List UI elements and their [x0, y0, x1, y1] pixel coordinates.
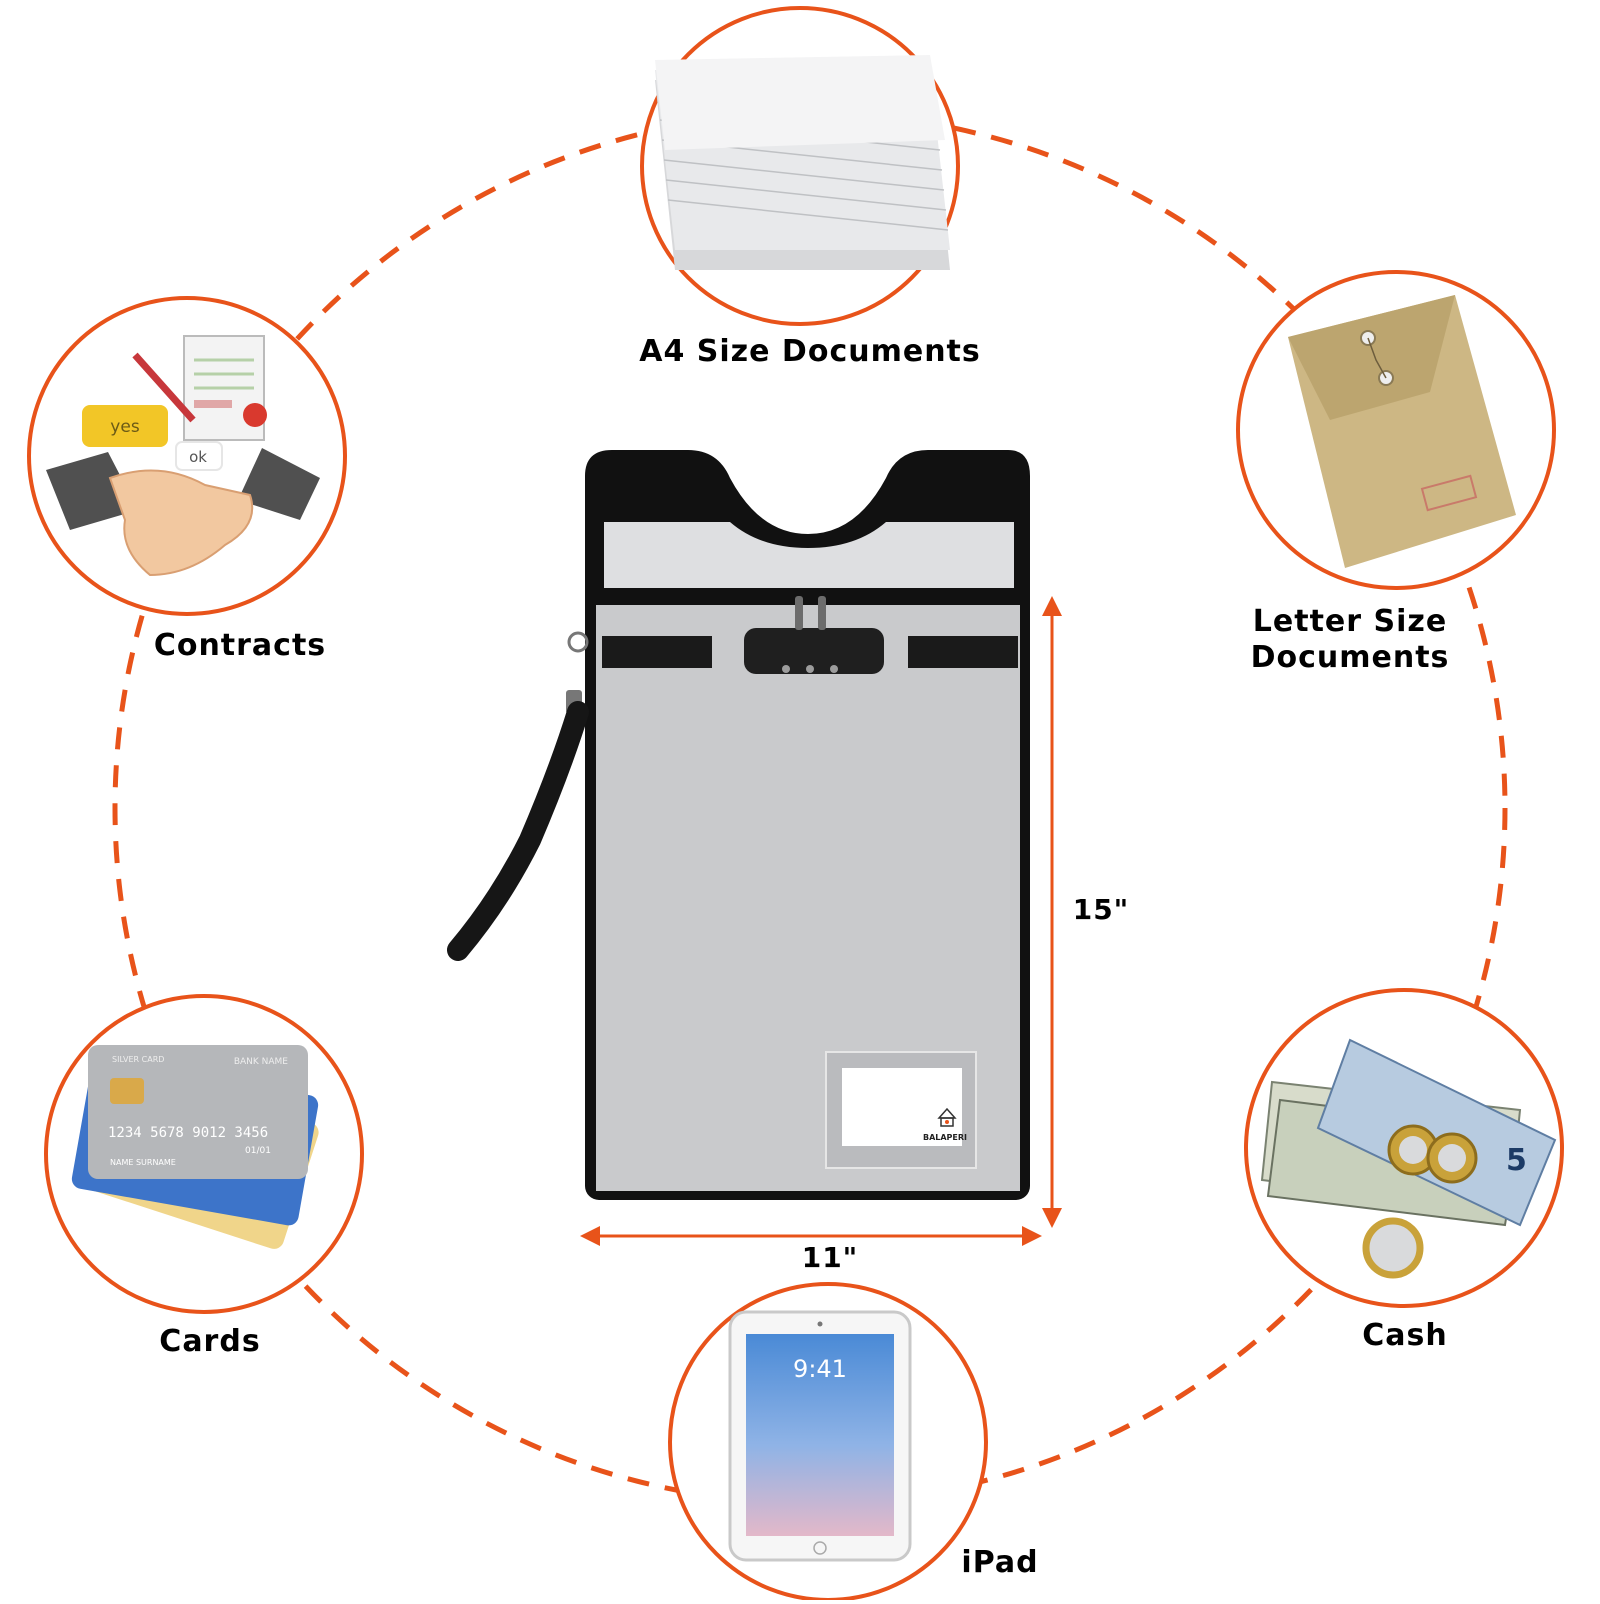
wrist-strap: [447, 631, 589, 961]
width-label: 11": [801, 1241, 859, 1274]
card-expiry: 01/01: [245, 1146, 271, 1156]
cash-circle: 5: [1244, 988, 1564, 1308]
label-a4-size-documents: A4 Size Documents: [639, 334, 981, 369]
tablet-icon: 9:41: [728, 1310, 912, 1562]
brand-label: BALAPERI: [923, 1133, 967, 1142]
height-label: 15": [1072, 893, 1130, 926]
fireproof-pouch: BALAPERI: [447, 450, 1030, 1200]
label-contracts: Contracts: [153, 628, 327, 663]
handshake-icon: yes ok: [46, 335, 320, 577]
brand-logo-icon: [937, 1107, 957, 1127]
envelope-icon: [1288, 295, 1516, 568]
label-cash: Cash: [1362, 1318, 1448, 1353]
a4-circle: [640, 6, 960, 326]
combination-lock-icon: [744, 596, 884, 674]
cash-note-value: 5: [1506, 1143, 1527, 1178]
credit-card-icon: SILVER CARD BANK NAME 1234 5678 9012 345…: [71, 1045, 319, 1249]
contracts-circle: yes ok: [27, 296, 347, 616]
cash-icon: 5: [1260, 1038, 1557, 1279]
ipad-circle: 9:41: [668, 1282, 988, 1602]
card-type: SILVER CARD: [112, 1055, 164, 1064]
label-ipad: iPad: [961, 1545, 1039, 1580]
paper-stack-icon: [655, 55, 950, 270]
ipad-time: 9:41: [793, 1355, 847, 1383]
height-dimension-arrow: [1042, 596, 1062, 1228]
card-holder: NAME SURNAME: [110, 1158, 176, 1167]
label-cards: Cards: [159, 1324, 261, 1359]
contracts-bubble-ok: ok: [189, 448, 207, 466]
cards-circle: SILVER CARD BANK NAME 1234 5678 9012 345…: [44, 994, 364, 1314]
label-letter-size-documents: Letter Size Documents: [1250, 604, 1450, 675]
letter-circle: [1236, 270, 1556, 590]
card-bank: BANK NAME: [234, 1057, 288, 1067]
width-dimension-arrow: [580, 1226, 1042, 1246]
contracts-bubble-yes: yes: [110, 417, 140, 437]
card-number: 1234 5678 9012 3456: [108, 1125, 268, 1141]
